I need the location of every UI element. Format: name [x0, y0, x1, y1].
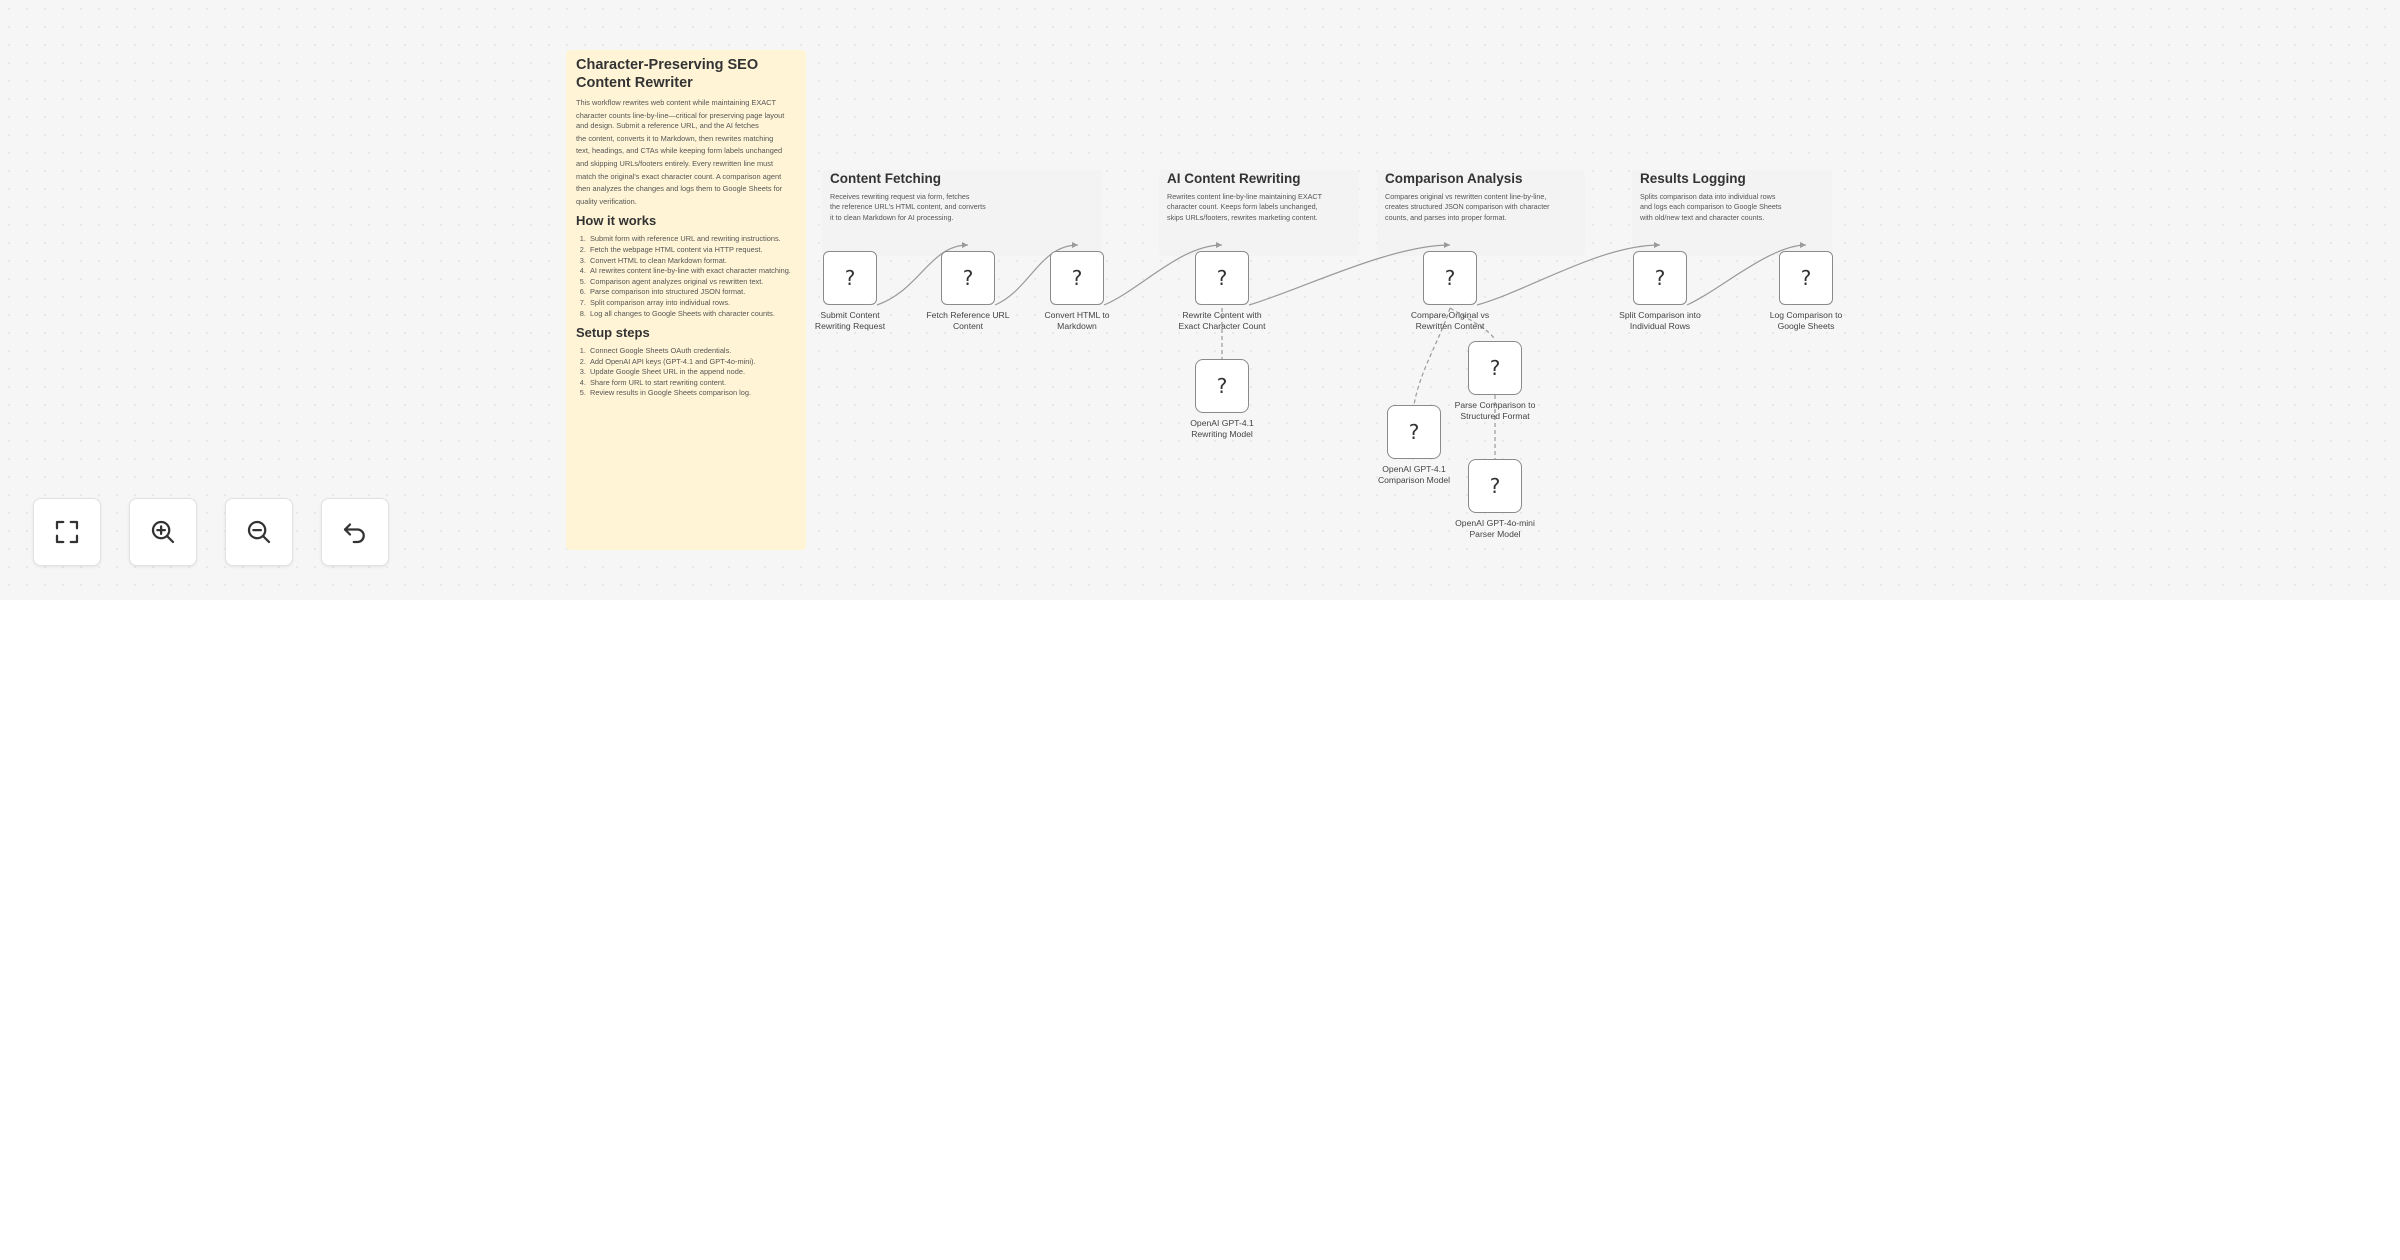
- unknown-node-icon: ?: [1216, 374, 1228, 398]
- node-fetch-url[interactable]: ?: [941, 251, 995, 305]
- intro-line: text, headings, and CTAs while keeping f…: [576, 146, 783, 156]
- setup-step: Share form URL to start rewriting conten…: [588, 378, 796, 389]
- workflow-canvas[interactable]: Character-Preserving SEO Content Rewrite…: [0, 0, 2400, 600]
- node-label: Convert HTML to Markdown: [1044, 310, 1110, 331]
- node-split-comparison[interactable]: ?: [1633, 251, 1687, 305]
- section-title: AI Content Rewriting: [1167, 171, 1301, 186]
- node-compare-content[interactable]: ?: [1423, 251, 1477, 305]
- setup-steps-heading: Setup steps: [576, 325, 650, 341]
- node-label: OpenAI GPT-4.1 Rewriting Model: [1190, 418, 1254, 439]
- intro-line: match the original's exact character cou…: [576, 171, 782, 181]
- how-it-works-heading: How it works: [576, 213, 657, 229]
- node-label: OpenAI GPT-4.1 Comparison Model: [1377, 464, 1451, 485]
- node-rewrite-content[interactable]: ?: [1195, 251, 1249, 305]
- zoom-in-icon: [151, 520, 175, 544]
- section-title: Comparison Analysis: [1385, 171, 1523, 186]
- section-description: Compares original vs rewritten content l…: [1385, 192, 1550, 222]
- setup-step: Review results in Google Sheets comparis…: [588, 388, 796, 399]
- node-label: Parse Comparison to Structured Format: [1454, 400, 1536, 421]
- workflow-title: Character-Preserving SEO Content Rewrite…: [576, 57, 759, 91]
- setup-step: Add OpenAI API keys (GPT-4.1 and GPT-4o-…: [588, 357, 796, 368]
- node-submit-form[interactable]: ?: [823, 251, 877, 305]
- how-step: Submit form with reference URL and rewri…: [588, 234, 796, 245]
- zoom-out-button[interactable]: [225, 498, 293, 566]
- setup-steps-list: Connect Google Sheets OAuth credentials.…: [576, 346, 796, 399]
- intro-line: then analyzes the changes and logs them …: [576, 184, 783, 194]
- node-label: Submit Content Rewriting Request: [814, 310, 886, 331]
- node-label: Compare Original vs Rewritten Content: [1410, 310, 1490, 331]
- section-description: Receives rewriting request via form, fet…: [830, 192, 986, 222]
- intro-line: This workflow rewrites web content while…: [576, 98, 777, 107]
- unknown-node-icon: ?: [1800, 266, 1812, 290]
- unknown-node-icon: ?: [844, 266, 856, 290]
- unknown-node-icon: ?: [1071, 266, 1083, 290]
- unknown-node-icon: ?: [1489, 356, 1501, 380]
- how-step: Convert HTML to clean Markdown format.: [588, 256, 796, 267]
- section-ai-content-rewriting[interactable]: AI Content Rewriting Rewrites content li…: [1159, 170, 1359, 256]
- setup-step: Update Google Sheet URL in the append no…: [588, 367, 796, 378]
- sticky-note-overview[interactable]: Character-Preserving SEO Content Rewrite…: [566, 50, 806, 550]
- node-label: Split Comparison into Individual Rows: [1619, 310, 1701, 331]
- unknown-node-icon: ?: [1408, 420, 1420, 444]
- node-log-sheets[interactable]: ?: [1779, 251, 1833, 305]
- node-label: Rewrite Content with Exact Character Cou…: [1178, 310, 1266, 331]
- fullscreen-icon: [55, 520, 79, 544]
- section-description: Rewrites content line-by-line maintainin…: [1167, 192, 1322, 222]
- unknown-node-icon: ?: [1444, 266, 1456, 290]
- how-step: Log all changes to Google Sheets with ch…: [588, 309, 796, 320]
- node-convert-markdown[interactable]: ?: [1050, 251, 1104, 305]
- section-results-logging[interactable]: Results Logging Splits comparison data i…: [1632, 170, 1832, 256]
- section-title: Results Logging: [1640, 171, 1746, 186]
- reset-zoom-button[interactable]: [321, 498, 389, 566]
- unknown-node-icon: ?: [1216, 266, 1228, 290]
- section-comparison-analysis[interactable]: Comparison Analysis Compares original vs…: [1377, 170, 1585, 256]
- undo-icon: [343, 523, 365, 544]
- node-label: OpenAI GPT-4o-mini Parser Model: [1455, 518, 1535, 539]
- section-content-fetching[interactable]: Content Fetching Receives rewriting requ…: [822, 170, 1102, 256]
- how-step: Comparison agent analyzes original vs re…: [588, 277, 796, 288]
- unknown-node-icon: ?: [1489, 474, 1501, 498]
- intro-line: character counts line-by-line—critical f…: [576, 110, 785, 131]
- unknown-node-icon: ?: [962, 266, 974, 290]
- section-title: Content Fetching: [830, 171, 941, 186]
- how-step: Split comparison array into individual r…: [588, 298, 796, 309]
- node-label: Fetch Reference URL Content: [926, 310, 1010, 331]
- node-comparison-model[interactable]: ?: [1387, 405, 1441, 459]
- how-step: Fetch the webpage HTML content via HTTP …: [588, 245, 796, 256]
- zoom-out-icon: [247, 520, 271, 544]
- intro-line: the content, converts it to Markdown, th…: [576, 133, 774, 143]
- node-parser-model[interactable]: ?: [1468, 459, 1522, 513]
- intro-line: and skipping URLs/footers entirely. Ever…: [576, 158, 774, 168]
- how-step: AI rewrites content line-by-line with ex…: [588, 266, 796, 277]
- node-rewriting-model[interactable]: ?: [1195, 359, 1249, 413]
- node-label: Log Comparison to Google Sheets: [1769, 310, 1843, 331]
- section-description: Splits comparison data into individual r…: [1640, 192, 1782, 222]
- how-step: Parse comparison into structured JSON fo…: [588, 287, 796, 298]
- intro-line: quality verification.: [576, 196, 637, 206]
- setup-step: Connect Google Sheets OAuth credentials.: [588, 346, 796, 357]
- intro-text: This workflow rewrites web content while…: [576, 98, 796, 207]
- how-it-works-list: Submit form with reference URL and rewri…: [576, 234, 796, 319]
- fit-view-button[interactable]: [33, 498, 101, 566]
- unknown-node-icon: ?: [1654, 266, 1666, 290]
- node-parse-comparison[interactable]: ?: [1468, 341, 1522, 395]
- zoom-in-button[interactable]: [129, 498, 197, 566]
